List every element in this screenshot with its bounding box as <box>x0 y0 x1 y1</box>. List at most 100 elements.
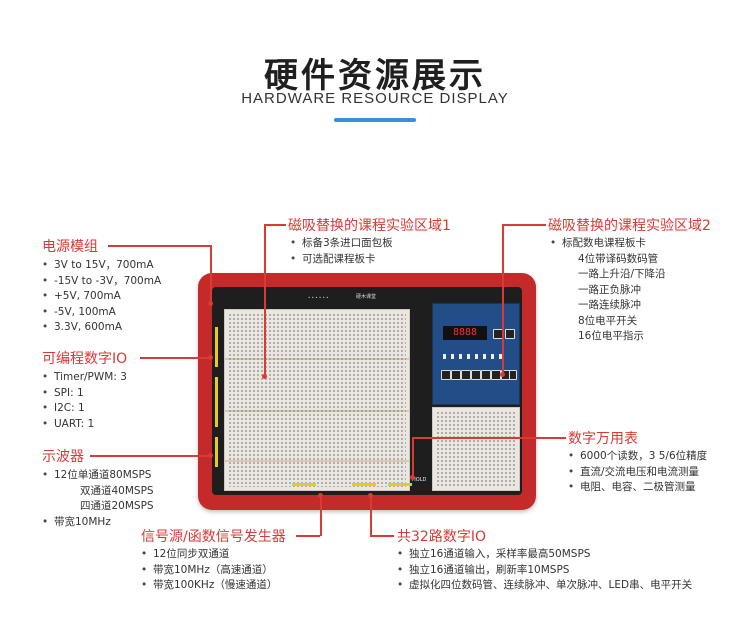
left-header-pins-3 <box>215 437 218 467</box>
lab2-connector-line <box>502 224 546 226</box>
digital-io-title: 共32路数字IO <box>397 529 486 545</box>
list-item: I2C: 1 <box>42 401 127 417</box>
level-switch <box>509 370 517 380</box>
multimeter-title: 数字万用表 <box>568 431 638 447</box>
led-indicator <box>483 354 486 359</box>
io-connector-dot <box>208 355 213 360</box>
lab2-connector-line <box>502 224 504 374</box>
list-item: 8位电平开关 <box>578 314 638 327</box>
dio-connector-line <box>370 495 372 536</box>
list-item: UART: 1 <box>42 417 127 433</box>
board-frame: • • • • • • 硬木课堂 8888 <box>212 287 522 495</box>
multimeter-connector-line <box>412 437 414 477</box>
list-item: -15V to -3V，700mA <box>42 274 161 290</box>
page-title: 硬件资源展示 <box>264 56 486 96</box>
signal-generator-list: 12位同步双通道 带宽10MHz（高速通道） 带宽100KHz（慢速通道） <box>141 547 277 594</box>
list-item: 6000个读数，3 5/6位精度 <box>568 449 707 465</box>
led-indicator <box>459 354 462 359</box>
list-item: 一路正负脉冲 <box>578 283 641 296</box>
led-indicator <box>451 354 454 359</box>
list-item: 12位单通道80MSPS <box>42 468 154 484</box>
list-item: 12位同步双通道 <box>141 547 277 563</box>
led-indicator <box>491 354 494 359</box>
multimeter-list: 6000个读数，3 5/6位精度 直流/交流电压和电流测量 电阻、电容、二极管测… <box>568 449 707 496</box>
lab1-connector-dot <box>262 374 267 379</box>
list-item: 带宽10MHz（高速通道） <box>141 563 277 579</box>
list-item: 3V to 15V，700mA <box>42 258 161 274</box>
list-item: -5V, 100mA <box>42 305 161 321</box>
breadboard-area-2 <box>432 407 520 491</box>
lab1-connector-line <box>264 224 266 376</box>
power-module-title: 电源模组 <box>42 239 98 255</box>
led-indicator <box>499 354 502 359</box>
level-switch <box>441 370 451 380</box>
list-item: 直流/交流电压和电流测量 <box>568 465 707 481</box>
breadboard-holes <box>228 313 406 487</box>
title-underline <box>334 118 416 122</box>
hold-label: HOLD <box>412 477 427 483</box>
bottom-header-pins <box>352 483 376 486</box>
level-switch <box>471 370 481 380</box>
board-top-labels: • • • • • • <box>308 295 329 300</box>
list-item: 标配数电课程板卡 <box>550 236 666 252</box>
bottom-header-pins <box>292 483 316 486</box>
list-item: Timer/PWM: 3 <box>42 370 127 386</box>
oscilloscope-list: 12位单通道80MSPS 双通道40MSPS 四通道20MSPS 带宽10MHz <box>42 468 154 530</box>
signal-generator-title: 信号源/函数信号发生器 <box>141 529 286 545</box>
lab1-connector-line <box>264 224 286 226</box>
list-item: 电阻、电容、二极管测量 <box>568 480 707 496</box>
list-item: +5V, 700mA <box>42 289 161 305</box>
scope-connector-dot <box>208 453 213 458</box>
list-item: 一路上升沿/下降沿 <box>578 268 666 280</box>
led-indicator <box>475 354 478 359</box>
digital-course-board: 8888 <box>432 303 520 405</box>
power-connector-dot <box>208 301 213 306</box>
lab-area-1-list: 标备3条进口面包板 可选配课程板卡 <box>290 236 393 267</box>
list-item: 4位带译码数码管 <box>578 252 659 265</box>
lab2-connector-dot <box>500 372 505 377</box>
list-item: SPI: 1 <box>42 386 127 402</box>
list-item: 四通道20MSPS <box>80 500 154 512</box>
board-button <box>505 329 515 339</box>
seven-segment-display: 8888 <box>443 326 487 340</box>
list-item: 16位电平指示 <box>578 330 644 342</box>
page-subtitle: HARDWARE RESOURCE DISPLAY <box>241 90 509 107</box>
list-item: 带宽10MHz <box>42 515 154 531</box>
board-brand: 硬木课堂 <box>356 294 377 300</box>
programmable-io-title: 可编程数字IO <box>42 351 128 367</box>
siggen-connector-line <box>320 495 322 536</box>
led-indicator <box>467 354 470 359</box>
level-switch <box>481 370 491 380</box>
dio-connector-line <box>370 535 394 537</box>
hardware-board-image: • • • • • • 硬木课堂 8888 <box>198 273 536 510</box>
bottom-header-pins <box>388 483 412 486</box>
oscilloscope-title: 示波器 <box>42 449 84 465</box>
lab-area-2-title: 磁吸替换的课程实验区域2 <box>548 218 711 234</box>
list-item: 一路连续脉冲 <box>578 299 641 311</box>
multimeter-connector-line <box>412 437 566 439</box>
scope-connector-line <box>90 455 210 457</box>
digital-io-list: 独立16通道输入，采样率最高50MSPS 独立16通道输出，刷新率10MSPS … <box>397 547 692 594</box>
list-item: 虚拟化四位数码管、连续脉冲、单次脉冲、LED串、电平开关 <box>397 578 692 594</box>
left-header-pins <box>215 327 218 367</box>
list-item: 标备3条进口面包板 <box>290 236 393 252</box>
breadboard-holes <box>436 411 516 487</box>
breadboard-area-1 <box>224 309 410 491</box>
lab-area-2-list: 标配数电课程板卡 4位带译码数码管 一路上升沿/下降沿 一路正负脉冲 一路连续脉… <box>550 236 666 345</box>
list-item: 可选配课程板卡 <box>290 252 393 268</box>
list-item: 独立16通道输入，采样率最高50MSPS <box>397 547 692 563</box>
power-module-list: 3V to 15V，700mA -15V to -3V，700mA +5V, 7… <box>42 258 161 336</box>
level-switch <box>461 370 471 380</box>
lab-area-1-title: 磁吸替换的课程实验区域1 <box>288 218 451 234</box>
siggen-connector-line <box>296 535 320 537</box>
programmable-io-list: Timer/PWM: 3 SPI: 1 I2C: 1 UART: 1 <box>42 370 127 432</box>
left-header-pins-2 <box>215 377 218 427</box>
dio-connector-dot <box>368 493 373 498</box>
level-switch <box>451 370 461 380</box>
led-indicator <box>443 354 446 359</box>
power-connector-line <box>108 245 210 247</box>
multimeter-connector-dot <box>410 475 415 480</box>
list-item: 双通道40MSPS <box>80 484 154 497</box>
list-item: 带宽100KHz（慢速通道） <box>141 578 277 594</box>
siggen-connector-dot <box>318 493 323 498</box>
